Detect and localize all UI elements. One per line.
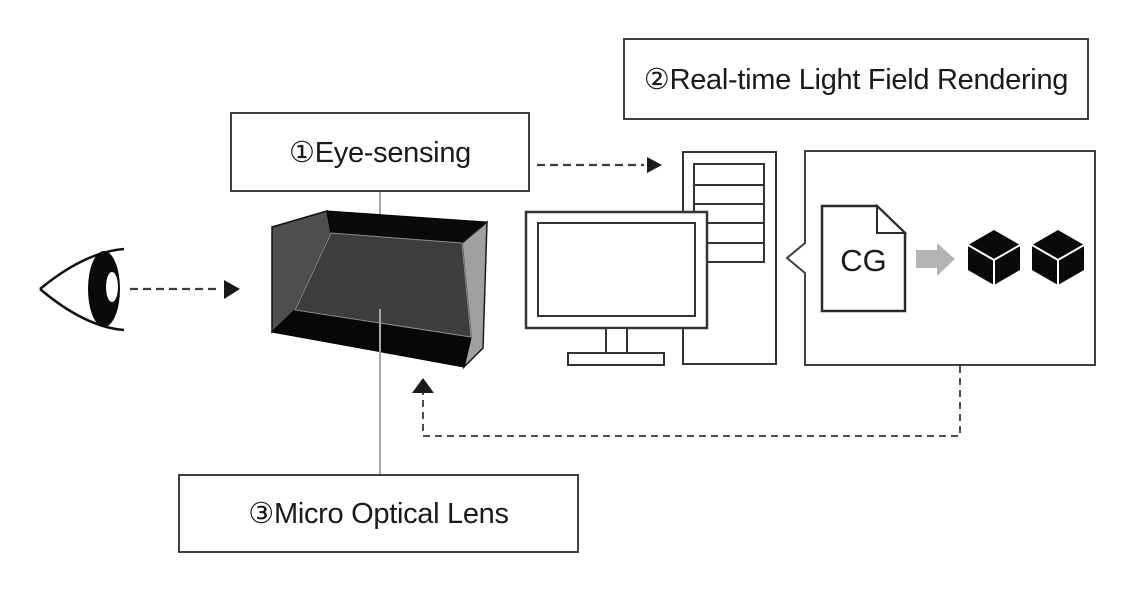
micro-optical-lens-label: ③Micro Optical Lens	[248, 498, 509, 530]
dashed-arrow-box-to-pc	[537, 157, 662, 173]
eye-sensing-label-box: ①Eye-sensing	[230, 112, 530, 192]
dashed-arrow-eye-to-device	[130, 280, 240, 299]
eye-icon	[39, 247, 125, 332]
3d-cube-icon-left	[967, 230, 1021, 285]
dashed-feedback-arrow-icon	[412, 366, 961, 437]
light-field-rendering-label-box: ②Real-time Light Field Rendering	[623, 38, 1089, 120]
micro-optical-lens-label-box: ③Micro Optical Lens	[178, 474, 579, 553]
desktop-monitor-icon	[524, 210, 709, 366]
spatial-display-device-icon	[270, 210, 489, 370]
eye-sensing-label: ①Eye-sensing	[289, 136, 471, 169]
3d-cube-icon-right	[1031, 230, 1085, 285]
cg-document-label: CG	[840, 243, 887, 278]
gray-arrow-right-icon	[916, 243, 955, 276]
light-field-rendering-label: ②Real-time Light Field Rendering	[643, 63, 1069, 96]
cg-document-icon	[820, 203, 908, 313]
